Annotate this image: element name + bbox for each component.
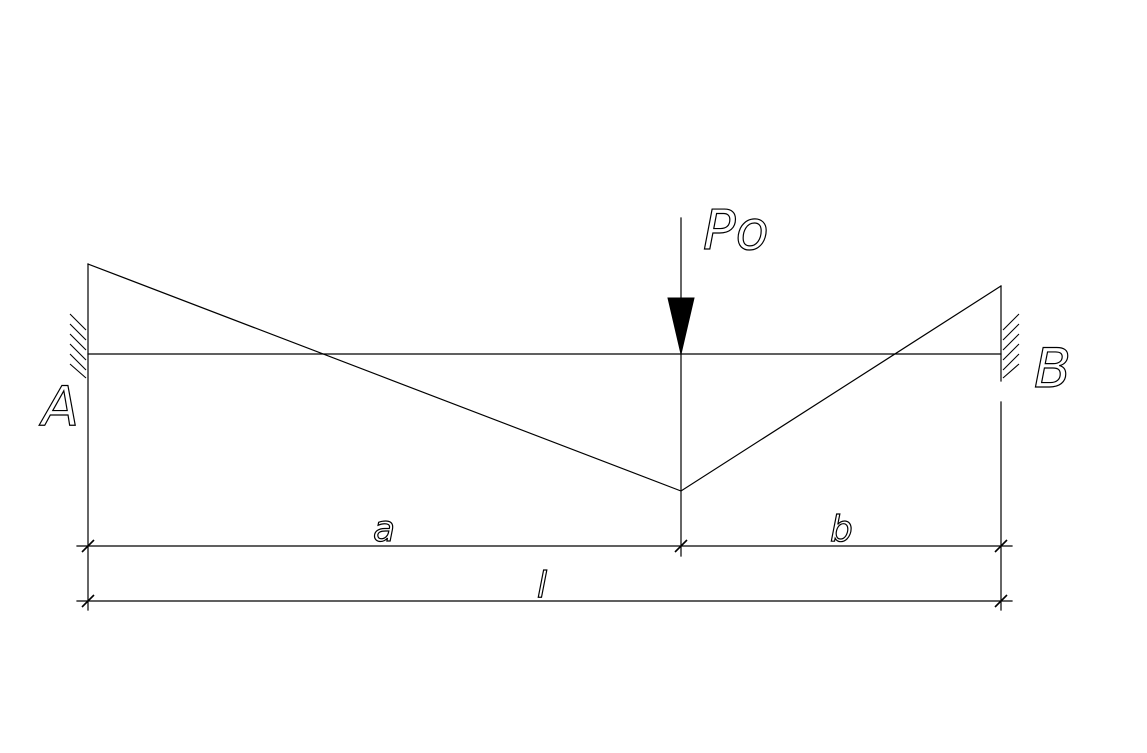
label-span-total: l: [537, 565, 547, 606]
load-arrow-icon: [667, 297, 695, 355]
moment-diagram-line: [87, 263, 1002, 492]
label-support-a: A: [39, 375, 79, 438]
label-load-po: Po: [703, 199, 769, 262]
label-span-b: b: [830, 509, 853, 550]
label-span-a: a: [373, 509, 395, 550]
dimension-ticks: [81, 539, 1008, 608]
right-support-hatch: [1002, 313, 1020, 379]
left-support-hatch: [69, 313, 87, 379]
label-support-b: B: [1034, 337, 1071, 400]
